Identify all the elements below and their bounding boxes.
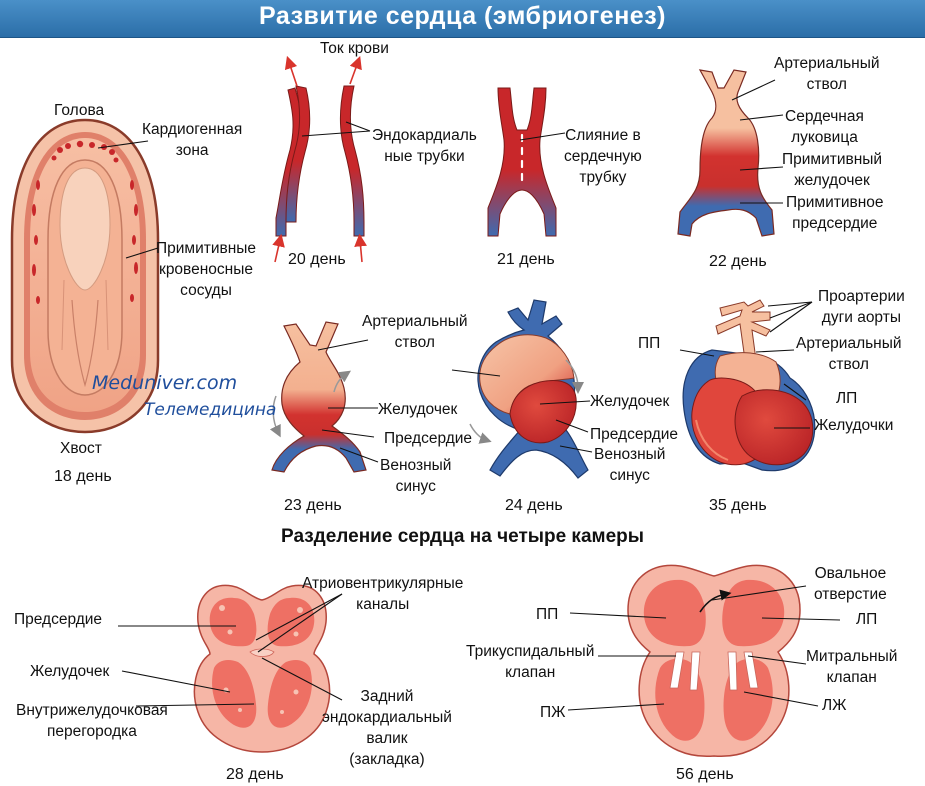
endocardial-tubes-20-day — [272, 55, 367, 263]
watermark-site: Meduniver.com — [92, 372, 238, 394]
label-22-truncus: Артериальный ствол — [774, 55, 880, 93]
heart-loop-24-day — [469, 299, 589, 479]
day-23: 23 день — [284, 497, 342, 514]
label-blood-flow: Ток крови — [320, 40, 389, 57]
title-bar: Развитие сердца (эмбриогенез) — [0, 0, 925, 38]
label-23-truncus: Артериальный ствол — [362, 313, 468, 351]
heart-section-56-day — [627, 564, 801, 758]
label-35-ra: ПП — [638, 335, 661, 352]
day-22: 22 день — [709, 253, 767, 270]
label-35-la: ЛП — [836, 390, 858, 407]
heart-35-day — [682, 299, 816, 472]
label-endocardial-tubes: Эндокардиаль ные трубки — [372, 127, 477, 165]
label-35-ventricles: Желудочки — [814, 417, 894, 434]
label-23-ventricle: Желудочек — [378, 401, 458, 418]
day-18: 18 день — [54, 468, 112, 485]
label-aortic-arches: Проартерии дуги аорты — [818, 288, 905, 326]
label-23-atrium: Предсердие — [384, 430, 473, 447]
label-28-ventricle: Желудочек — [30, 663, 110, 680]
embryo-18-day — [10, 118, 160, 434]
label-56-rv: ПЖ — [540, 704, 566, 721]
heart-loop-23-day — [269, 321, 367, 473]
day-24: 24 день — [505, 497, 563, 514]
label-23-sinus: Венозный синус — [380, 457, 452, 495]
day-20: 20 день — [288, 251, 346, 268]
label-24-atrium: Предсердие — [590, 426, 679, 443]
label-28-atrium: Предсердие — [14, 611, 103, 628]
label-interventricular-septum: Внутрижелудочковая перегородка — [16, 702, 168, 740]
label-primitive-vessels: Примитивные кровеносные сосуды — [156, 240, 257, 299]
day-28: 28 день — [226, 766, 284, 783]
heart-tube-21-day — [487, 87, 557, 237]
label-fusion: Слияние в сердечную трубку — [564, 127, 642, 186]
label-tail: Хвост — [60, 440, 102, 457]
label-56-lv: ЛЖ — [822, 697, 847, 714]
label-35-truncus: Артериальный ствол — [796, 335, 902, 373]
label-primitive-atrium: Примитивное предсердие — [786, 194, 884, 232]
label-56-ra: ПП — [536, 606, 559, 623]
label-bulbus-cordis: Сердечная луковица — [785, 108, 864, 146]
label-tricuspid-valve: Трикуспидальный клапан — [466, 643, 595, 681]
page-title: Развитие сердца (эмбриогенез) — [259, 2, 666, 30]
day-35: 35 день — [709, 497, 767, 514]
label-24-ventricle: Желудочек — [590, 393, 670, 410]
heart-section-28-day — [193, 584, 331, 753]
section-subtitle: Разделение сердца на четыре камеры — [281, 526, 644, 547]
leader-lines — [97, 79, 841, 711]
label-56-la: ЛП — [856, 611, 878, 628]
label-av-canals: Атриовентрикулярные каналы — [302, 575, 464, 613]
watermark-tagline: Телемедицина — [144, 400, 277, 420]
label-24-sinus: Венозный синус — [594, 446, 666, 484]
day-56: 56 день — [676, 766, 734, 783]
day-21: 21 день — [497, 251, 555, 268]
label-mitral-valve: Митральный клапан — [806, 648, 898, 686]
heart-tube-22-day — [677, 69, 775, 237]
label-cardiogenic-zone: Кардиогенная зона — [142, 121, 243, 159]
label-foramen-ovale: Овальное отверстие — [814, 565, 887, 603]
label-endocardial-cushion: Задний эндокардиальный валик (закладка) — [322, 688, 452, 768]
label-head: Голова — [54, 102, 105, 119]
label-primitive-ventricle: Примитивный желудочек — [782, 151, 883, 189]
